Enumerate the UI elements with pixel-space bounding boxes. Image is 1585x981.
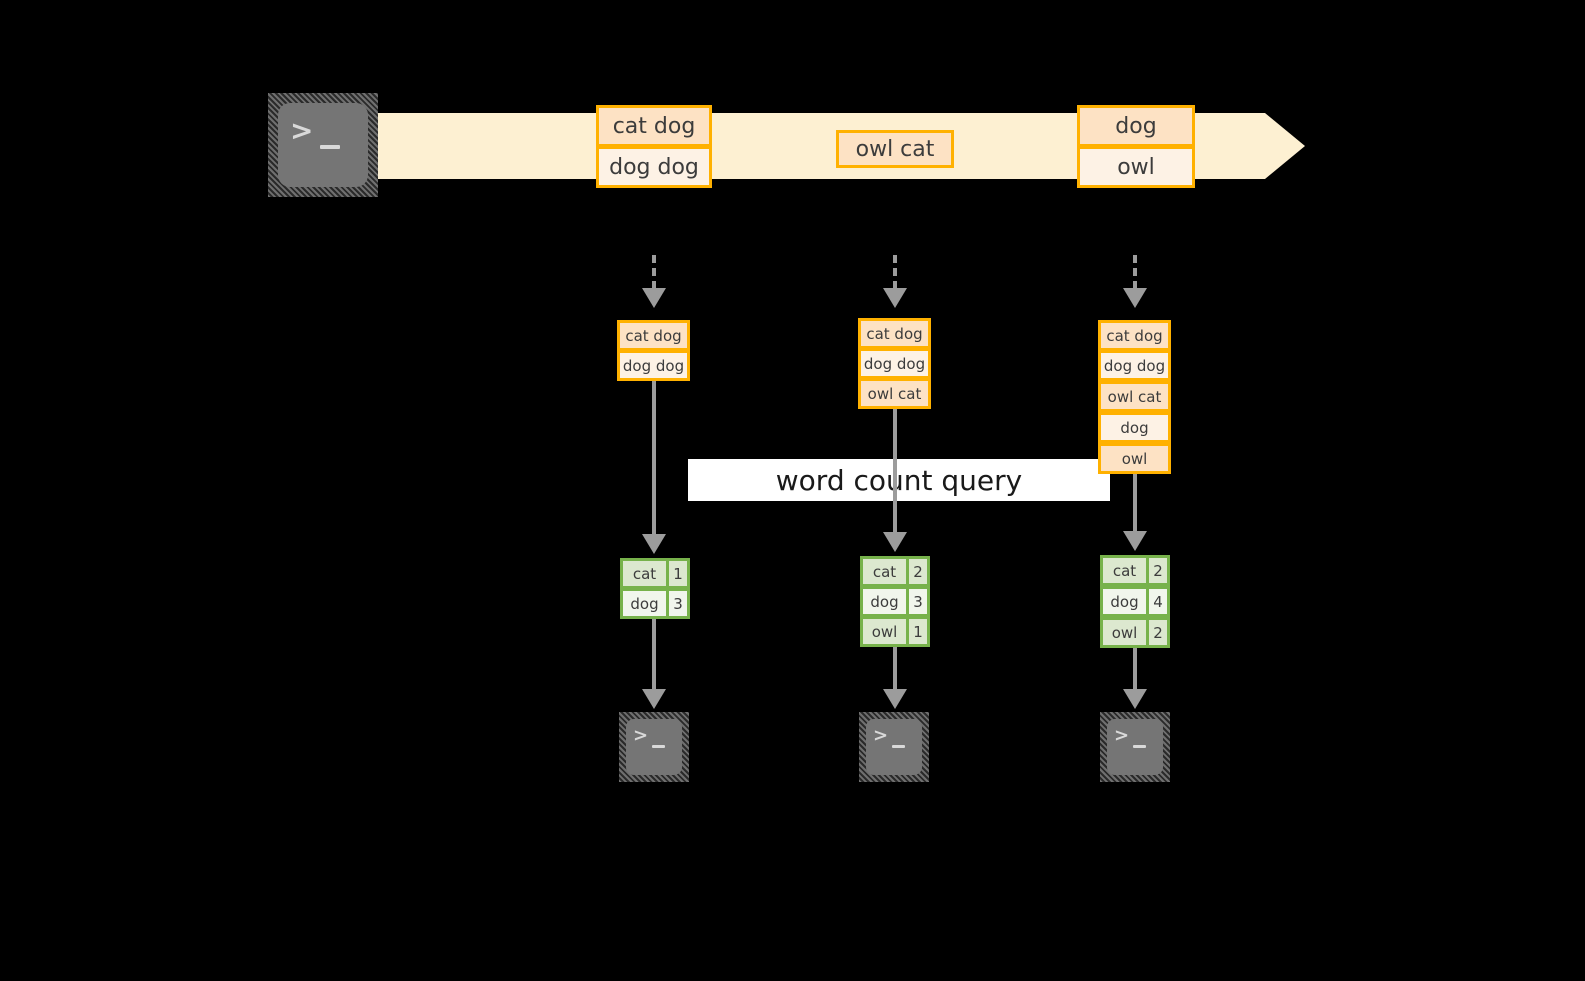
state-record[interactable]: cat dog <box>1098 320 1171 351</box>
prompt-underscore-icon <box>652 745 665 748</box>
result-row[interactable]: owl 1 <box>860 616 930 647</box>
result-count: 4 <box>1153 592 1163 611</box>
arrow-down-icon <box>883 532 907 552</box>
sink-terminal-icon[interactable]: > <box>1100 712 1170 782</box>
result-word: dog <box>1103 589 1149 614</box>
terminal-screen: > <box>278 103 368 187</box>
prompt-underscore-icon <box>320 145 340 149</box>
result-count: 2 <box>1153 561 1163 580</box>
arrow-down-icon <box>642 534 666 554</box>
sink-terminal-icon[interactable]: > <box>859 712 929 782</box>
state-to-result-connector <box>1133 474 1137 533</box>
stream-record[interactable]: owl <box>1077 146 1195 188</box>
prompt-underscore-icon <box>1133 745 1146 748</box>
result-count: 2 <box>913 562 923 581</box>
stream-record[interactable]: cat dog <box>596 105 712 147</box>
terminal-screen: > <box>626 719 682 775</box>
result-count: 1 <box>913 622 923 641</box>
state-to-result-connector <box>652 381 656 536</box>
result-word: owl <box>863 619 909 644</box>
result-to-sink-connector <box>652 619 656 691</box>
source-terminal-icon[interactable]: > <box>268 93 378 197</box>
result-row[interactable]: dog 4 <box>1100 586 1170 617</box>
stream-to-state-connector <box>1133 255 1137 289</box>
result-word: owl <box>1103 620 1149 645</box>
stream-record[interactable]: dog <box>1077 105 1195 147</box>
stream-record[interactable]: owl cat <box>836 130 954 168</box>
state-record[interactable]: dog dog <box>1098 350 1171 381</box>
result-row[interactable]: cat 2 <box>1100 555 1170 586</box>
arrow-down-icon <box>883 689 907 709</box>
state-record[interactable]: dog <box>1098 412 1171 443</box>
prompt-chevron-icon: > <box>1114 725 1130 746</box>
result-count: 2 <box>1153 623 1163 642</box>
state-record[interactable]: owl cat <box>858 378 931 409</box>
result-row[interactable]: dog 3 <box>620 588 690 619</box>
result-to-sink-connector <box>893 647 897 691</box>
result-row[interactable]: cat 1 <box>620 558 690 589</box>
result-word: cat <box>1103 558 1149 583</box>
prompt-chevron-icon: > <box>873 725 889 746</box>
result-count: 3 <box>673 594 683 613</box>
query-label-band: word count query <box>688 459 1110 501</box>
state-record[interactable]: owl cat <box>1098 381 1171 412</box>
result-count: 1 <box>673 564 683 583</box>
arrow-down-icon <box>1123 288 1147 308</box>
result-to-sink-connector <box>1133 648 1137 691</box>
state-record[interactable]: dog dog <box>617 350 690 381</box>
stream-to-state-connector <box>652 255 656 289</box>
stream-record[interactable]: dog dog <box>596 146 712 188</box>
prompt-chevron-icon: > <box>290 114 314 147</box>
stream-to-state-connector <box>893 255 897 289</box>
state-to-result-connector <box>893 409 897 534</box>
state-record[interactable]: cat dog <box>858 318 931 349</box>
terminal-screen: > <box>866 719 922 775</box>
arrow-down-icon <box>642 288 666 308</box>
result-word: dog <box>863 589 909 614</box>
result-word: dog <box>623 591 669 616</box>
arrow-down-icon <box>883 288 907 308</box>
terminal-screen: > <box>1107 719 1163 775</box>
prompt-underscore-icon <box>892 745 905 748</box>
arrow-down-icon <box>1123 531 1147 551</box>
sink-terminal-icon[interactable]: > <box>619 712 689 782</box>
result-row[interactable]: owl 2 <box>1100 617 1170 648</box>
query-label-text: word count query <box>775 463 1023 497</box>
state-record[interactable]: owl <box>1098 443 1171 474</box>
result-count: 3 <box>913 592 923 611</box>
result-row[interactable]: cat 2 <box>860 556 930 587</box>
arrow-down-icon <box>642 689 666 709</box>
result-word: cat <box>623 561 669 586</box>
result-word: cat <box>863 559 909 584</box>
result-row[interactable]: dog 3 <box>860 586 930 617</box>
arrow-down-icon <box>1123 689 1147 709</box>
stream-arrowhead-icon <box>1265 113 1305 179</box>
state-record[interactable]: cat dog <box>617 320 690 351</box>
state-record[interactable]: dog dog <box>858 348 931 379</box>
prompt-chevron-icon: > <box>633 725 649 746</box>
